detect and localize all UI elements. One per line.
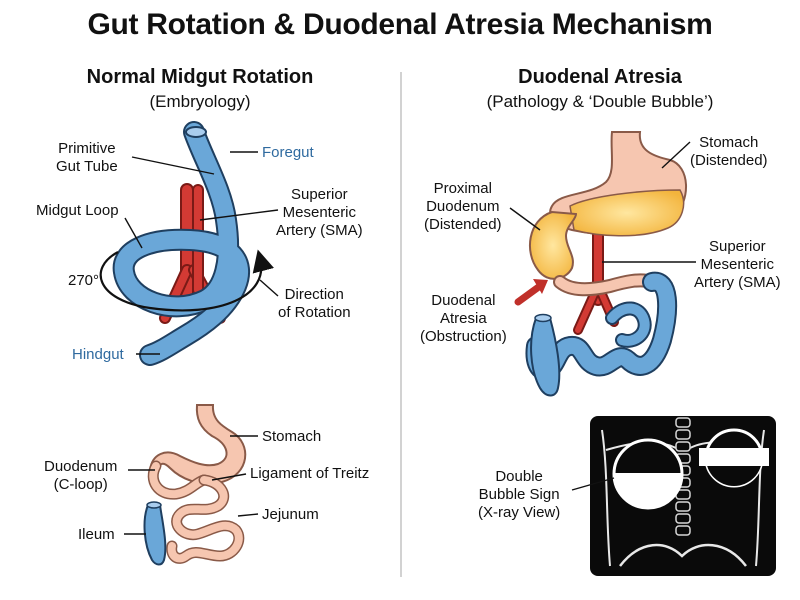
bowel-loops-right [525, 271, 678, 397]
label-hindgut: Hindgut [72, 346, 124, 363]
label-stomach-left: Stomach [262, 428, 322, 445]
rotation-arrow [99, 249, 274, 312]
ileum [143, 504, 167, 566]
label-ligament-of-treitz: Ligament of Treitz [250, 465, 370, 482]
jejunum-coils [167, 476, 243, 563]
duodenal-atresia-illustration [509, 131, 696, 397]
left-panel-title: Normal Midgut Rotation [86, 66, 314, 88]
label-midgut-loop: Midgut Loop [36, 202, 119, 219]
stomach-left [148, 404, 247, 485]
atresia-arrow [514, 282, 544, 306]
panel-divider [400, 72, 402, 577]
xray-double-bubble [571, 416, 776, 576]
right-panel-title: Duodenal Atresia [518, 66, 682, 88]
label-double-bubble-sign: Double Bubble Sign (X-ray View) [478, 468, 561, 521]
label-direction-of-rotation: Direction of Rotation [278, 286, 351, 321]
midgut-rotation-illustration [99, 121, 279, 366]
gut-tube-left [112, 121, 251, 366]
label-duodenal-atresia: Duodenal Atresia (Obstruction) [420, 292, 507, 345]
proximal-duodenum [529, 210, 578, 280]
right-panel-subtitle: (Pathology & ‘Double Bubble’) [486, 92, 714, 111]
left-panel-subtitle: (Embryology) [149, 92, 251, 111]
label-duodenum: Duodenum (C-loop) [44, 458, 118, 493]
label-sma-left: Superior Mesenteric Artery (SMA) [276, 186, 363, 239]
label-jejunum: Jejunum [262, 506, 319, 523]
label-stomach-distended: Stomach (Distended) [690, 134, 768, 169]
main-title: Gut Rotation & Duodenal Atresia Mechanis… [87, 8, 713, 41]
label-ileum: Ileum [78, 526, 115, 543]
normal-anatomy-illustration [124, 404, 259, 566]
label-sma-right: Superior Mesenteric Artery (SMA) [694, 238, 781, 291]
label-foregut: Foregut [262, 144, 314, 161]
duodenum-c-loop [149, 462, 208, 499]
label-primitive-gut-tube: Primitive Gut Tube [56, 140, 118, 175]
label-proximal-duodenum: Proximal Duodenum (Distended) [424, 180, 502, 233]
label-270-degrees: 270° [68, 272, 100, 289]
